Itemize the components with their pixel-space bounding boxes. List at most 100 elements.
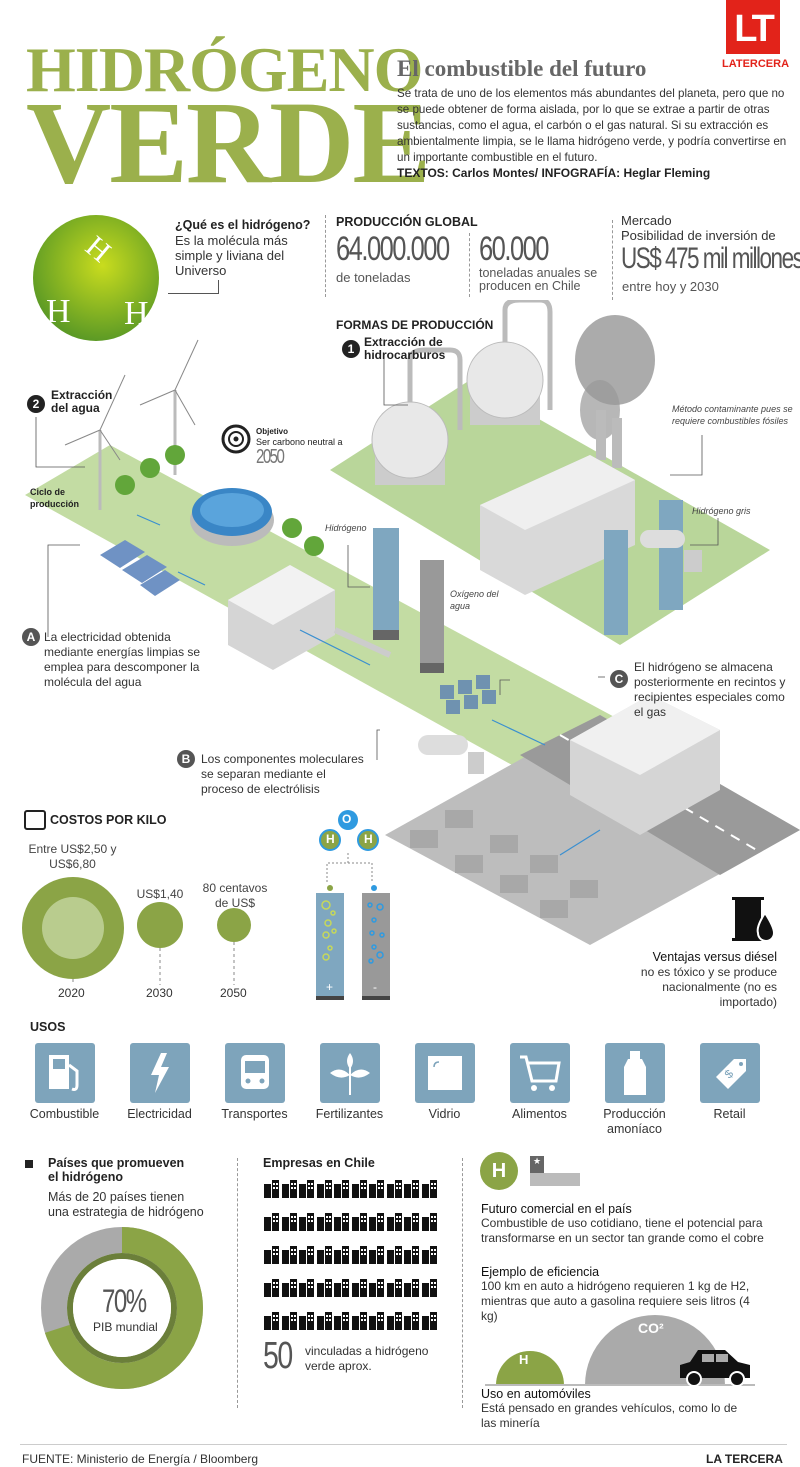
bus-icon: [224, 1043, 285, 1103]
company-building-icon: [351, 1246, 367, 1264]
uso-label: Transportes: [221, 1107, 288, 1121]
market-title: Mercado: [621, 213, 672, 228]
company-building-icon: [369, 1246, 384, 1264]
company-building-icon: [369, 1312, 384, 1330]
company-building-icon: [334, 1279, 349, 1297]
company-building-icon: [334, 1180, 349, 1198]
step-a-badge: A: [22, 628, 40, 646]
fuel-pump-icon: [34, 1043, 95, 1103]
subtitle: El combustible del futuro: [397, 56, 647, 81]
market-period: entre hoy y 2030: [622, 279, 719, 294]
method2-label: Extracción del agua: [51, 388, 113, 415]
production-title: PRODUCCIÓN GLOBAL: [336, 215, 478, 229]
uso-item-alimentos: Alimentos: [492, 1043, 587, 1137]
company-building-icon: [316, 1213, 332, 1231]
company-building-icon: [351, 1312, 367, 1330]
polluting-note: Método contaminante pues se requiere com…: [672, 404, 793, 426]
diesel-title: Ventajas versus diésel: [652, 950, 777, 964]
company-building-icon: [316, 1246, 332, 1264]
company-building-icon: [386, 1246, 402, 1264]
method1-label: Extracción de hidrocarburos: [364, 335, 446, 362]
company-building-icon: [334, 1246, 349, 1264]
company-building-icon: [351, 1213, 367, 1231]
global-production-value: 64.000.000: [336, 230, 450, 268]
future-text: Combustible de uso cotidiano, tiene el p…: [481, 1216, 764, 1245]
cost-year-2020: 2020: [58, 986, 85, 1000]
company-building-icon: [351, 1180, 367, 1198]
company-building-icon: [299, 1312, 314, 1330]
method2-badge: 2: [27, 395, 45, 413]
car-icon: [680, 1350, 750, 1387]
cost-circle-2050: [217, 908, 251, 942]
co2-dome-label: CO²: [638, 1320, 664, 1336]
uso-item-combustible: Combustible: [17, 1043, 112, 1137]
efficiency-comparison: [485, 1315, 755, 1387]
company-building-icon: [334, 1213, 349, 1231]
efficiency-text: 100 km en auto a hidrógeno requieren 1 k…: [481, 1279, 750, 1323]
gdp-label: PIB mundial: [93, 1320, 158, 1334]
chile-flag-icon: ★: [530, 1156, 580, 1186]
flag-icon: [25, 1160, 33, 1168]
company-building-icon: [404, 1312, 419, 1330]
logo: LT: [726, 0, 780, 54]
company-building-icon: [421, 1312, 437, 1330]
uso-item-transportes: Transportes: [207, 1043, 302, 1137]
company-building-icon: [369, 1279, 384, 1297]
step-a-text: La electricidad obtenida mediante energí…: [44, 630, 201, 689]
company-building-icon: [404, 1213, 419, 1231]
companies-text: vinculadas a hidrógeno verde aprox.: [305, 1344, 429, 1373]
diesel-text: no es tóxico y se produce nacionalmente …: [640, 965, 777, 1009]
gdp-percent: 70%: [102, 1283, 147, 1319]
sprout-icon: [319, 1043, 380, 1103]
company-building-icon: [369, 1180, 384, 1198]
company-building-icon: [334, 1312, 349, 1330]
company-building-icon: [386, 1312, 402, 1330]
company-building-icon: [421, 1213, 437, 1231]
money-icon: [24, 810, 46, 830]
what-text: Es la molécula más simple y liviana del …: [175, 233, 288, 278]
uso-label: Vidrio: [428, 1107, 461, 1121]
objective-year: 2050: [256, 446, 285, 468]
cost-year-2050: 2050: [220, 986, 247, 1000]
companies-grid: [263, 1178, 443, 1330]
molecule-h2: H: [364, 832, 373, 846]
shopping-cart-icon: [509, 1043, 570, 1103]
uso-item-vidrio: Vidrio: [397, 1043, 492, 1137]
company-building-icon: [404, 1279, 419, 1297]
uso-label: Electricidad: [127, 1107, 192, 1121]
lightning-icon: [129, 1043, 190, 1103]
future-title: Futuro comercial en el país: [481, 1202, 632, 1216]
company-building-icon: [386, 1279, 402, 1297]
uso-label: Retail: [713, 1107, 746, 1121]
company-building-icon: [421, 1180, 437, 1198]
company-building-icon: [404, 1246, 419, 1264]
title-line2: VERDE: [26, 77, 431, 208]
company-building-icon: [264, 1312, 279, 1330]
company-building-icon: [386, 1213, 402, 1231]
auto-text: Está pensado en grandes vehículos, como …: [481, 1401, 738, 1430]
uso-label: Combustible: [29, 1107, 100, 1121]
costs-title: COSTOS POR KILO: [50, 813, 167, 827]
countries-text: Más de 20 países tienen una estrategia d…: [48, 1190, 204, 1219]
oil-barrel-icon: [732, 897, 776, 942]
company-building-icon: [316, 1279, 332, 1297]
uso-item-retail: $Retail: [682, 1043, 777, 1137]
step-c-text: El hidrógeno se almacena posteriormente …: [634, 660, 786, 719]
cycle-label: Ciclo de producción: [30, 487, 79, 509]
company-building-icon: [299, 1246, 314, 1264]
global-production-unit: de toneladas: [336, 270, 411, 285]
molecule-h1: H: [326, 832, 335, 846]
market-text: Posibilidad de inversión de: [621, 228, 776, 243]
company-building-icon: [299, 1213, 314, 1231]
company-building-icon: [351, 1279, 367, 1297]
company-building-icon: [386, 1180, 402, 1198]
oxygen-label: Oxígeno del agua: [450, 589, 499, 611]
credit: TEXTOS: Carlos Montes/ INFOGRAFÍA: Hegla…: [397, 166, 711, 180]
cost-circle-2030: [137, 902, 183, 948]
company-building-icon: [281, 1246, 297, 1264]
uso-item-electricidad: Electricidad: [112, 1043, 207, 1137]
uso-label: Producción amoníaco: [603, 1107, 666, 1136]
uso-label: Fertilizantes: [315, 1107, 384, 1121]
gdp-donut-chart: [41, 1227, 203, 1389]
donut-share: [41, 1227, 203, 1389]
